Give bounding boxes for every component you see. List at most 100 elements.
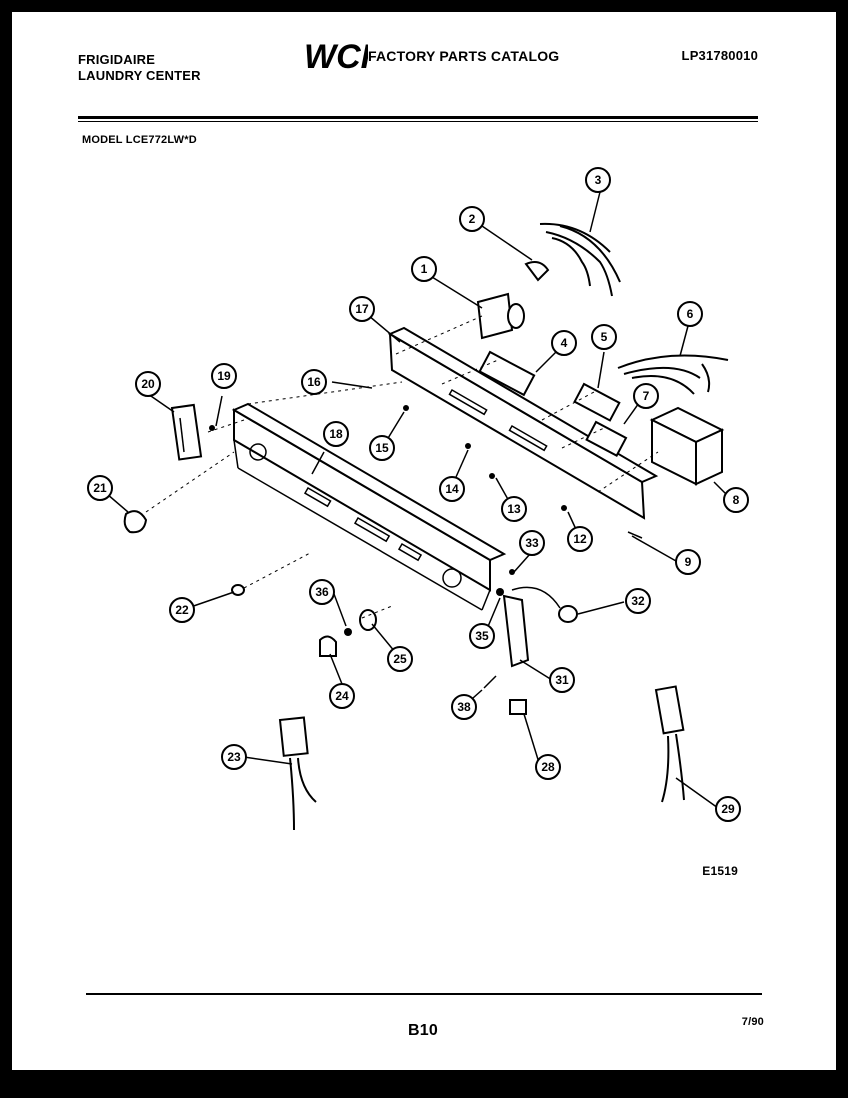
- svg-text:35: 35: [475, 629, 489, 643]
- callout-20: 20: [135, 371, 161, 397]
- brand-block: FRIGIDAIRE LAUNDRY CENTER: [78, 52, 201, 84]
- knob-22: [231, 584, 245, 596]
- svg-text:22: 22: [175, 603, 189, 617]
- callout-18: 18: [323, 421, 349, 447]
- svg-text:23: 23: [227, 750, 241, 764]
- screw-9: [627, 531, 643, 539]
- part-28: [509, 699, 527, 715]
- screw-19: [209, 425, 215, 431]
- svg-text:12: 12: [573, 532, 587, 546]
- callout-15: 15: [369, 435, 395, 461]
- switch-4: [478, 350, 536, 397]
- svg-text:1: 1: [421, 262, 428, 276]
- svg-text:28: 28: [541, 760, 555, 774]
- callout-31: 31: [549, 667, 575, 693]
- callout-29: 29: [715, 796, 741, 822]
- svg-text:14: 14: [445, 482, 459, 496]
- wire-32: [511, 586, 561, 609]
- callout-12: 12: [567, 526, 593, 552]
- callout-22: 22: [169, 597, 195, 623]
- svg-text:31: 31: [555, 673, 569, 687]
- svg-text:24: 24: [335, 689, 349, 703]
- header-rule-thin: [78, 121, 758, 122]
- console-panel: [231, 402, 507, 611]
- figure-id: E1519: [702, 864, 738, 878]
- callout-35: 35: [469, 623, 495, 649]
- wci-logo: WCI: [304, 38, 368, 74]
- screw-12: [561, 505, 567, 511]
- screw-13: [489, 473, 495, 479]
- svg-text:17: 17: [355, 302, 369, 316]
- brand-name: FRIGIDAIRE: [78, 52, 156, 67]
- svg-text:16: 16: [307, 375, 321, 389]
- callout-28: 28: [535, 754, 561, 780]
- callout-36: 36: [309, 579, 335, 605]
- exploded-parts-diagram: 1 2 3 4 5 6 7 8 9 12 13 14 15 16 17 18 1…: [87, 167, 749, 831]
- part-36: [344, 628, 352, 636]
- svg-text:19: 19: [217, 369, 231, 383]
- callout-25: 25: [387, 646, 413, 672]
- svg-text:15: 15: [375, 441, 389, 455]
- wire-harness-23: [278, 716, 317, 831]
- callout-6: 6: [677, 301, 703, 327]
- footer-rule: [86, 993, 762, 995]
- screw-15: [403, 405, 409, 411]
- svg-text:25: 25: [393, 652, 407, 666]
- svg-text:2: 2: [469, 212, 476, 226]
- svg-text:8: 8: [733, 493, 740, 507]
- screw-33: [509, 569, 515, 575]
- wire-harness-6: [617, 354, 729, 395]
- callout-21: 21: [87, 475, 113, 501]
- svg-text:3: 3: [595, 173, 602, 187]
- timer-part: [476, 292, 525, 340]
- callout-1: 1: [411, 256, 437, 282]
- catalog-code: LP31780010: [681, 48, 758, 63]
- callout-9: 9: [675, 549, 701, 575]
- callout-23: 23: [221, 744, 247, 770]
- svg-text:13: 13: [507, 502, 521, 516]
- wire-harness-3: [539, 222, 621, 297]
- screw-14: [465, 443, 471, 449]
- callout-3: 3: [585, 167, 611, 193]
- callout-24: 24: [329, 683, 355, 709]
- callout-2: 2: [459, 206, 485, 232]
- callout-33: 33: [519, 530, 545, 556]
- svg-text:33: 33: [525, 536, 539, 550]
- screw-38: [483, 675, 497, 689]
- model-number: MODEL LCE772LW*D: [82, 134, 197, 146]
- callout-8: 8: [723, 487, 749, 513]
- header-rule: [78, 116, 758, 119]
- assembly-lines: [145, 315, 659, 619]
- leader-lines: [99, 191, 733, 809]
- knob-21: [123, 510, 148, 534]
- revision-date: 7/90: [741, 1016, 764, 1028]
- svg-text:32: 32: [631, 594, 645, 608]
- callout-32: 32: [625, 588, 651, 614]
- svg-text:4: 4: [561, 336, 568, 350]
- switch-7: [585, 420, 628, 457]
- svg-text:18: 18: [329, 427, 343, 441]
- product-line: LAUNDRY CENTER: [78, 68, 201, 83]
- callout-14: 14: [439, 476, 465, 502]
- callout-5: 5: [591, 324, 617, 350]
- catalog-title: FACTORY PARTS CATALOG: [368, 48, 560, 64]
- callout-38: 38: [451, 694, 477, 720]
- control-bracket: [387, 326, 659, 520]
- svg-text:9: 9: [685, 555, 692, 569]
- screw-35: [496, 588, 504, 596]
- switch-5: [573, 382, 621, 422]
- wire-harness-29: [654, 685, 685, 803]
- svg-text:21: 21: [93, 481, 107, 495]
- callout-16: 16: [301, 369, 327, 395]
- knob-24: [319, 635, 337, 657]
- svg-text:38: 38: [457, 700, 471, 714]
- part-32: [558, 605, 578, 623]
- svg-text:29: 29: [721, 802, 735, 816]
- svg-text:20: 20: [141, 377, 155, 391]
- svg-text:6: 6: [687, 307, 694, 321]
- svg-text:5: 5: [601, 330, 608, 344]
- control-box: [649, 406, 725, 486]
- svg-text:7: 7: [643, 389, 650, 403]
- callout-13: 13: [501, 496, 527, 522]
- svg-text:WCI: WCI: [304, 38, 368, 74]
